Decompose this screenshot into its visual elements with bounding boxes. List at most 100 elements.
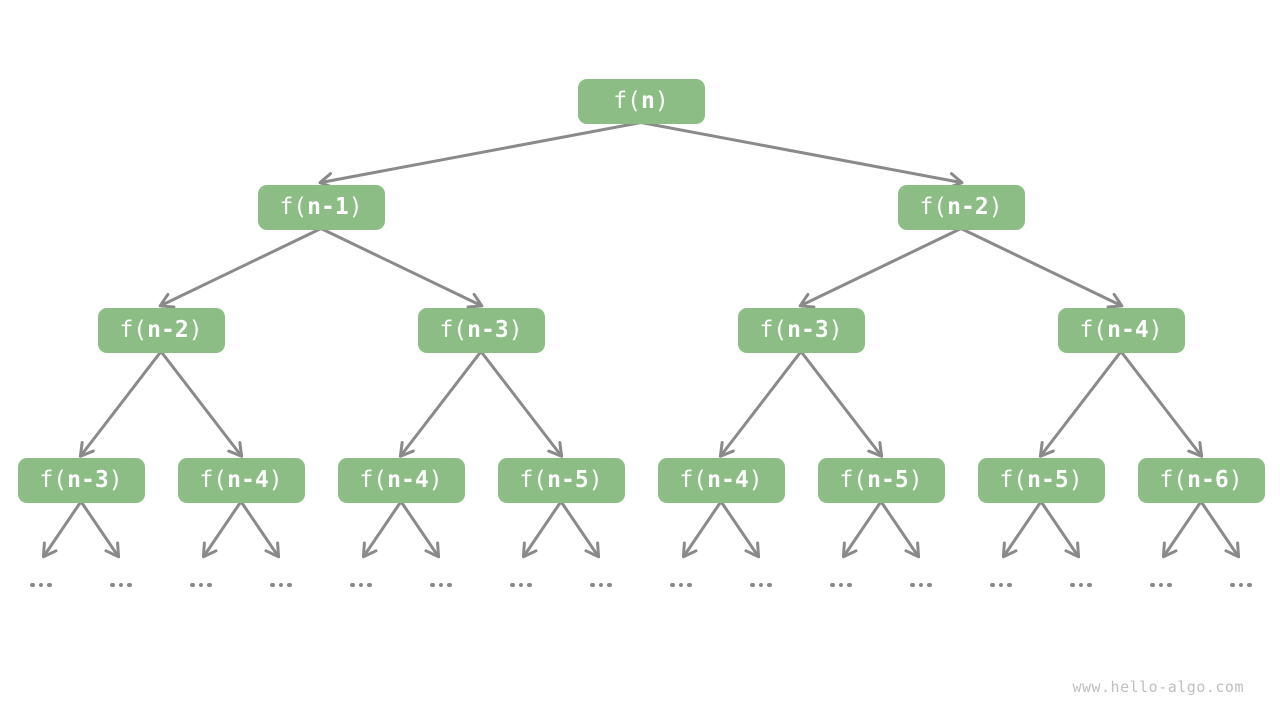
ellipsis-leaf bbox=[30, 582, 52, 588]
ellipsis-dot bbox=[1158, 582, 1164, 588]
node-label-argument: n-5 bbox=[1027, 466, 1069, 493]
tree-node-level2-0: f(n-2) bbox=[97, 307, 225, 353]
ellipsis-dot bbox=[607, 582, 612, 588]
ellipsis-dot bbox=[190, 582, 195, 588]
tree-edge-arrow bbox=[1001, 500, 1043, 559]
tree-edge-arrow bbox=[239, 500, 281, 559]
ellipsis-dot bbox=[910, 582, 915, 588]
ellipsis-leaf bbox=[350, 582, 372, 588]
ellipsis-dot bbox=[30, 582, 35, 588]
ellipsis-dot bbox=[598, 582, 604, 588]
tree-node-level3-7: f(n-6) bbox=[1137, 457, 1265, 503]
node-label-argument: n-5 bbox=[547, 466, 589, 493]
ellipsis-dot bbox=[830, 582, 835, 588]
ellipsis-dot bbox=[367, 582, 372, 588]
tree-edge-arrow bbox=[798, 227, 962, 309]
tree-node-level3-3: f(n-5) bbox=[497, 457, 625, 503]
tree-node-level3-5: f(n-5) bbox=[817, 457, 945, 503]
node-label-argument: n bbox=[640, 87, 655, 114]
ellipsis-leaf bbox=[910, 582, 932, 588]
tree-edge-arrow bbox=[159, 350, 244, 458]
ellipsis-dot bbox=[847, 582, 852, 588]
ellipsis-leaf bbox=[750, 582, 772, 588]
tree-edge-arrow bbox=[841, 500, 883, 559]
ellipsis-dot bbox=[670, 582, 675, 588]
node-label-argument: n-2 bbox=[947, 193, 989, 220]
tree-node-level3-0: f(n-3) bbox=[17, 457, 145, 503]
tree-node-level2-3: f(n-4) bbox=[1057, 307, 1185, 353]
ellipsis-dot bbox=[838, 582, 844, 588]
ellipsis-leaf bbox=[670, 582, 692, 588]
tree-edge-arrow bbox=[201, 500, 243, 559]
ellipsis-dot bbox=[38, 582, 44, 588]
ellipsis-dot bbox=[750, 582, 755, 588]
ellipsis-dot bbox=[47, 582, 52, 588]
node-label-prefix: f( bbox=[359, 466, 388, 493]
node-label-prefix: f( bbox=[679, 466, 708, 493]
node-label-suffix: ) bbox=[348, 193, 363, 220]
tree-node-level2-1: f(n-3) bbox=[417, 307, 545, 353]
tree-node-level1-1: f(n-2) bbox=[897, 184, 1025, 230]
ellipsis-dot bbox=[198, 582, 204, 588]
tree-edge-arrow bbox=[318, 121, 642, 189]
ellipsis-dot bbox=[118, 582, 124, 588]
tree-edge-arrow bbox=[1119, 350, 1204, 458]
tree-edge-arrow bbox=[479, 350, 564, 458]
tree-node-level2-2: f(n-3) bbox=[737, 307, 865, 353]
node-label-prefix: f( bbox=[839, 466, 868, 493]
node-label-prefix: f( bbox=[999, 466, 1028, 493]
tree-edge-arrow bbox=[521, 500, 563, 559]
node-label-argument: n-6 bbox=[1187, 466, 1229, 493]
node-label-argument: n-4 bbox=[707, 466, 749, 493]
ellipsis-dot bbox=[590, 582, 595, 588]
ellipsis-dot bbox=[678, 582, 684, 588]
tree-edge-arrow bbox=[719, 500, 761, 559]
ellipsis-leaf bbox=[430, 582, 452, 588]
node-label-argument: n-2 bbox=[147, 316, 189, 343]
ellipsis-leaf bbox=[510, 582, 532, 588]
ellipsis-leaf bbox=[270, 582, 292, 588]
ellipsis-dot bbox=[918, 582, 924, 588]
ellipsis-leaf bbox=[1070, 582, 1092, 588]
tree-edge-arrow bbox=[718, 350, 803, 458]
node-label-prefix: f( bbox=[199, 466, 228, 493]
node-label-suffix: ) bbox=[428, 466, 443, 493]
node-label-suffix: ) bbox=[908, 466, 923, 493]
node-label-suffix: ) bbox=[828, 316, 843, 343]
tree-edge-arrow bbox=[1199, 500, 1241, 559]
ellipsis-leaf bbox=[190, 582, 212, 588]
ellipsis-dot bbox=[1167, 582, 1172, 588]
tree-edge-arrow bbox=[398, 350, 483, 458]
tree-node-level3-4: f(n-4) bbox=[657, 457, 785, 503]
tree-edge-arrow bbox=[960, 227, 1124, 309]
ellipsis-dot bbox=[127, 582, 132, 588]
node-label-argument: n-4 bbox=[1107, 316, 1149, 343]
node-label-prefix: f( bbox=[519, 466, 548, 493]
node-label-suffix: ) bbox=[1228, 466, 1243, 493]
node-label-prefix: f( bbox=[919, 193, 948, 220]
ellipsis-dot bbox=[110, 582, 115, 588]
node-label-argument: n-3 bbox=[67, 466, 109, 493]
ellipsis-leaf bbox=[990, 582, 1012, 588]
ellipsis-dot bbox=[207, 582, 212, 588]
tree-edge-arrow bbox=[681, 500, 723, 559]
tree-edge-arrow bbox=[79, 500, 121, 559]
node-label-suffix: ) bbox=[1068, 466, 1083, 493]
node-label-suffix: ) bbox=[988, 193, 1003, 220]
ellipsis-leaf bbox=[110, 582, 132, 588]
ellipsis-dot bbox=[687, 582, 692, 588]
ellipsis-dot bbox=[430, 582, 435, 588]
node-label-suffix: ) bbox=[508, 316, 523, 343]
node-label-suffix: ) bbox=[268, 466, 283, 493]
ellipsis-dot bbox=[1150, 582, 1155, 588]
node-label-suffix: ) bbox=[588, 466, 603, 493]
ellipsis-dot bbox=[287, 582, 292, 588]
tree-edge-arrow bbox=[41, 500, 83, 559]
node-label-prefix: f( bbox=[439, 316, 468, 343]
tree-edge-arrow bbox=[879, 500, 921, 559]
tree-edge-arrow bbox=[78, 350, 163, 458]
ellipsis-dot bbox=[510, 582, 515, 588]
tree-node-level3-1: f(n-4) bbox=[177, 457, 305, 503]
tree-edge-arrow bbox=[559, 500, 601, 559]
tree-node-level1-0: f(n-1) bbox=[257, 184, 385, 230]
